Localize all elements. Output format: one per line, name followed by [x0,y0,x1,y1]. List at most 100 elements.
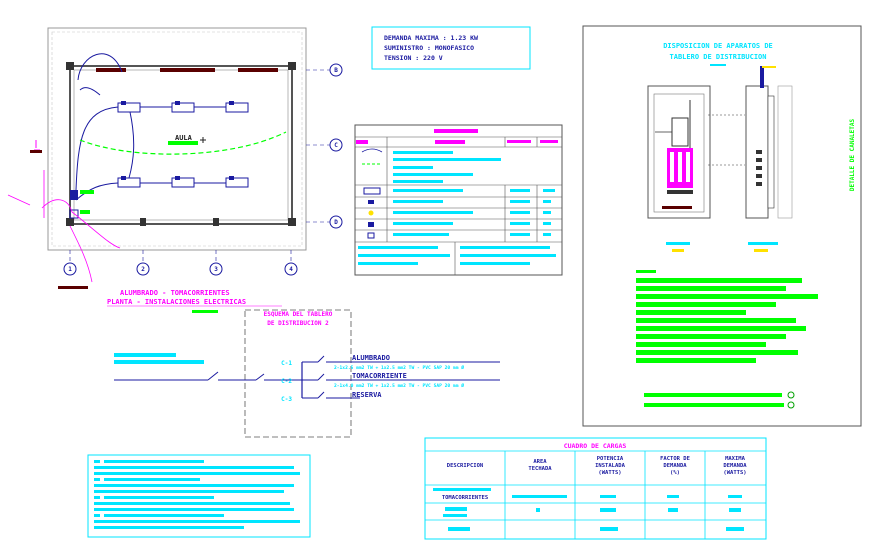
cell-value [600,508,616,512]
row-label: TOMACORRIENTES [442,495,488,501]
axis-label: 4 [289,266,293,273]
legend-symbol [368,210,374,216]
column [66,62,74,70]
legend-symbol [367,232,375,239]
axis-label: C [334,142,338,149]
column [66,218,74,226]
column [288,218,296,226]
data-box-frame [371,26,531,70]
luminaire-tag [121,101,126,105]
axis-bubble-b [329,63,343,77]
site-border [47,27,307,251]
axis-bubble-c [329,138,343,152]
notes-box [87,454,311,538]
switch-label [80,190,94,194]
scale-note [710,64,726,66]
axis-label: B [334,67,338,74]
scale-note [192,310,218,313]
plan-title: ALUMBRADO - TOMACORRIENTES [120,289,230,297]
ground-bar [667,190,693,194]
luminaire-tag [175,101,180,105]
entry-mark [34,140,40,151]
legend-header-bar [356,140,368,144]
schematic-frame [244,309,352,438]
center-mark [200,137,206,143]
axis-bubble-3 [209,262,223,276]
load-table-header: DEMANDA [723,463,747,469]
column [288,62,296,70]
load-table-header: (WATTS) [598,470,621,476]
schematic-subtitle: DE DISTRIBUCION 2 [267,320,329,327]
legend-title-bar [434,129,478,133]
circuit-cable: 2-1x4.0 mm2 TW + 1x2.5 mm2 TW - PVC SAP … [334,382,464,389]
entry-bar [58,286,88,289]
schematic-title: ESQUEMA DEL TABLERO [264,311,333,318]
load-table-headers: DESCRIPCIONAREATECHADAPOTENCIAINSTALADA(… [447,456,747,476]
cell-value [448,527,470,531]
luminaire-tag [229,101,234,105]
panel-frame [582,25,862,427]
circuit-name: TOMACORRIENTE [352,372,407,380]
panel-detail: DISPOSICION DE APARATOS DE TABLERO DE DI… [582,25,862,427]
legend-header-bar [540,140,558,143]
note-marker [787,391,795,399]
cell-value [728,495,742,498]
panel-subtitle: TABLERO DE DISTRIBUCION [670,53,767,61]
axis-bubble-1 [63,262,77,276]
circuit-name: RESERVA [352,391,382,399]
cell-value [443,514,467,517]
feeder-note [114,353,176,357]
dash-border [51,31,303,247]
voltage-text: TENSION : 220 V [384,54,443,62]
outlet-circuit [79,131,287,155]
load-table-header: (%) [670,470,680,476]
load-table-frame [424,437,767,540]
door-swing [7,170,121,249]
circuit-name: ALUMBRADO [352,354,390,362]
window-top-3 [238,68,278,72]
load-table-header: FACTOR DE [660,456,690,462]
dim-label [666,242,690,245]
feeder-line [69,225,93,283]
panel-front-outer [647,85,711,219]
panel-side-door [767,95,775,209]
load-table: CUADRO DE CARGAS DESCRIPCIONAREATECHADAP… [424,437,767,540]
cell-value [667,495,679,498]
main-breaker [671,117,689,147]
luminaire-tag [121,176,126,180]
load-table-header: DEMANDA [663,463,687,469]
conduit-label [762,66,776,68]
load-table-header: AREA [533,459,547,465]
floor-plan: AULA [7,27,343,313]
cell-value [445,507,467,511]
demand-text: DEMANDA MAXIMA : 1.23 KW [384,34,478,42]
note-marker [787,401,795,409]
supply-text: SUMINISTRO : MONOFASICO [384,44,474,52]
window-top-2 [160,68,215,72]
circuit-cable: 2-1x2.5 mm2 TW + 1x2.5 mm2 TW - PVC SAP … [334,364,464,371]
axis-bubble-4 [284,262,298,276]
legend-frame [354,124,563,276]
column [140,218,146,226]
column [213,218,219,226]
load-table-header: POTENCIA [597,456,624,462]
legend-symbol [368,200,374,204]
data-box: DEMANDA MAXIMA : 1.23 KW SUMINISTRO : MO… [371,26,531,70]
panel-front-inner [653,93,705,213]
cell-value [726,527,744,531]
panel-base [662,206,692,209]
load-table-header: (WATTS) [723,470,746,476]
legend-symbol [368,222,374,227]
axis-label: 1 [68,266,72,273]
plan-subtitle: PLANTA - INSTALACIONES ELECTRICAS [107,298,246,306]
circuit-id: C-2 [281,378,292,385]
window-top-1 [96,68,126,72]
wall-section [777,85,793,219]
panel-notes [636,270,818,407]
cell-value [512,495,567,498]
legend-symbol [363,187,381,195]
panel-title: DISPOSICION DE APARATOS DE [663,42,773,50]
dim-label [748,242,778,245]
feeder-note [114,360,204,364]
